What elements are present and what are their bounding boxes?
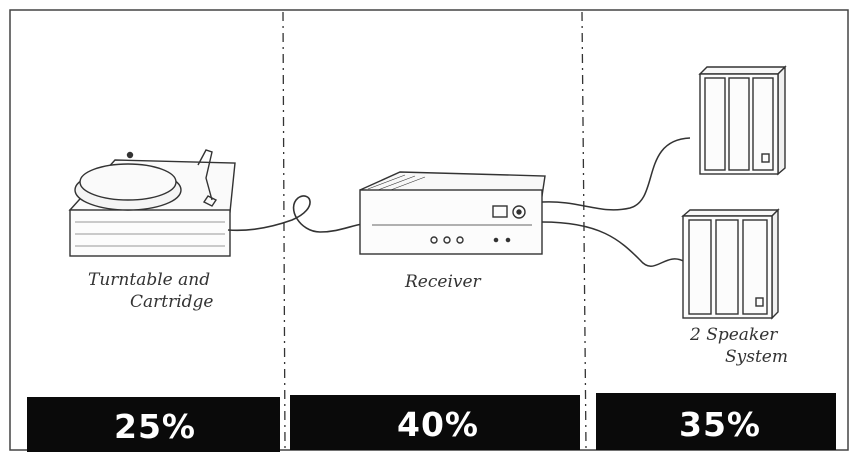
share-value-speakers: 35% (679, 405, 761, 444)
turntable-label-line2: Cartridge (130, 292, 214, 312)
turntable-icon (70, 150, 235, 256)
divider-1 (283, 12, 285, 448)
divider-2 (582, 12, 586, 448)
share-value-turntable: 25% (114, 407, 196, 446)
receiver-icon (360, 172, 545, 254)
cable-speaker-top (542, 138, 690, 210)
speaker-label-line2: System (725, 347, 788, 367)
cable-speaker-bottom (542, 222, 685, 266)
turntable-label-line1: Turntable and (88, 270, 210, 290)
speaker-icon (683, 210, 778, 318)
speaker-label-line1: 2 Speaker (689, 325, 778, 345)
speaker-icon (700, 67, 785, 174)
cable-turntable-receiver (228, 196, 362, 232)
receiver-label: Receiver (404, 272, 482, 292)
share-value-receiver: 40% (397, 405, 479, 444)
